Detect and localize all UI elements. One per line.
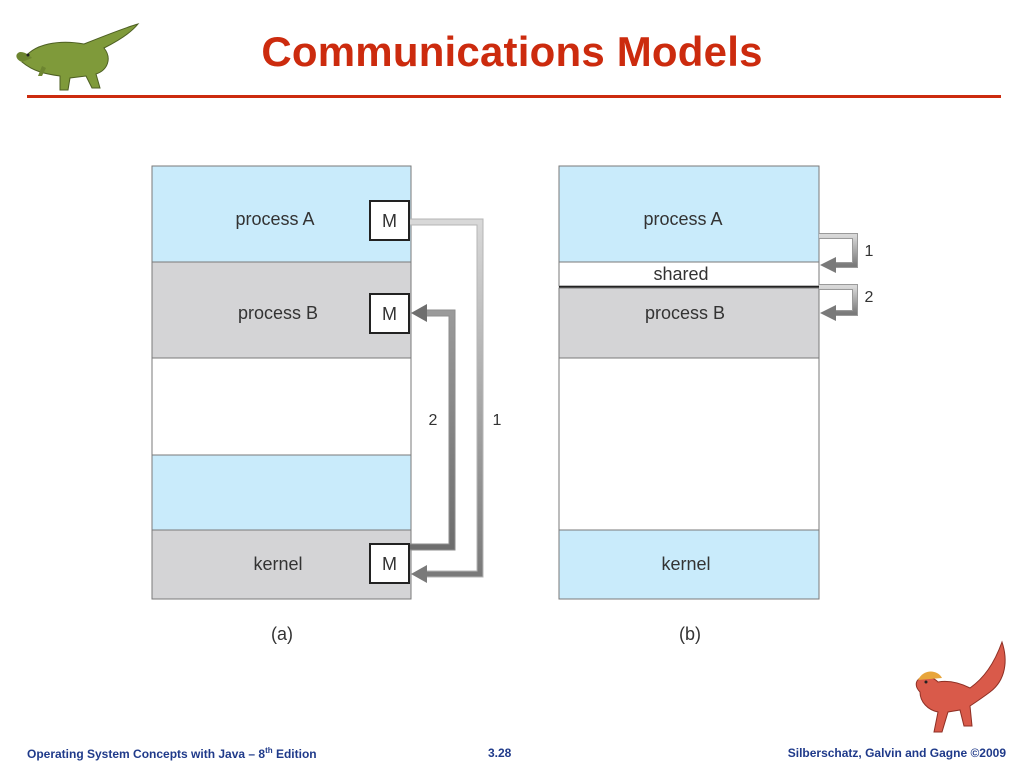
region-process-a — [151, 165, 412, 263]
label-process-a: process A — [235, 209, 314, 229]
footer-left: Operating System Concepts with Java – 8t… — [27, 746, 317, 761]
label-process-a-b: process A — [643, 209, 722, 229]
dinosaur-icon — [16, 23, 140, 91]
message-box-kernel-label: M — [382, 554, 397, 574]
message-box-b — [369, 293, 410, 334]
region-process-b — [151, 261, 412, 359]
footer-page-number: 3.28 — [488, 746, 512, 760]
arrow-2-a-label: 2 — [429, 412, 438, 429]
region-process-a-b — [558, 165, 820, 263]
title-rule — [27, 95, 1001, 98]
arrow-1-a — [410, 218, 484, 583]
label-process-b: process B — [238, 303, 318, 323]
region-blank — [151, 357, 412, 456]
footer-left-prefix: Operating System Concepts with Java – 8 — [27, 747, 266, 761]
caption-a: (a) — [271, 624, 293, 644]
diagram-a: process A process B kernel M M M 2 1 (a) — [151, 165, 502, 644]
message-box-b-label: M — [382, 304, 397, 324]
label-shared: shared — [653, 264, 708, 284]
diagram-b: process A shared process B kernel 1 2 (b… — [558, 165, 874, 644]
footer-left-suffix: Edition — [272, 747, 317, 761]
footer-right: Silberschatz, Galvin and Gagne ©2009 — [787, 746, 1006, 760]
region-kernel-b — [558, 529, 820, 600]
caption-b: (b) — [679, 624, 701, 644]
message-box-a-label: M — [382, 211, 397, 231]
arrow-2-b-label: 2 — [865, 289, 874, 306]
message-box-kernel — [369, 543, 410, 584]
arrow-1-a-label: 1 — [493, 412, 502, 429]
label-kernel: kernel — [253, 554, 302, 574]
region-process-b-b — [558, 287, 820, 359]
arrow-2-a — [410, 304, 456, 551]
arrow-2-b — [819, 284, 858, 321]
region-blue — [151, 454, 412, 531]
arrow-1-b — [819, 233, 858, 273]
region-blank-b — [558, 357, 820, 531]
message-box-a — [369, 200, 410, 241]
label-process-b-b: process B — [645, 303, 725, 323]
dinosaur-icon — [915, 640, 1006, 733]
footer-left-sup: th — [265, 746, 273, 755]
slide-title: Communications Models — [261, 28, 763, 75]
label-kernel-b: kernel — [661, 554, 710, 574]
arrow-1-b-label: 1 — [865, 243, 874, 260]
region-kernel — [151, 529, 412, 600]
